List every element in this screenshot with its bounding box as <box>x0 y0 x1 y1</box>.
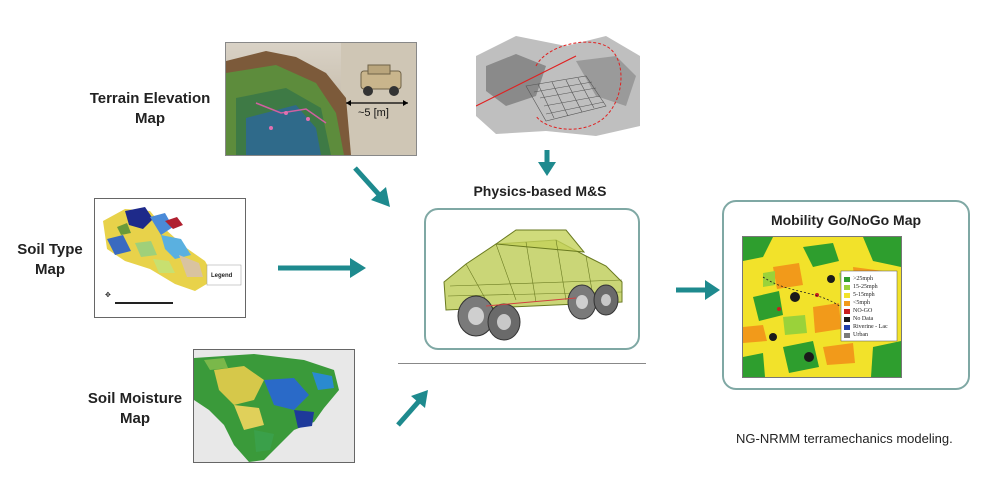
legend-swatch <box>844 276 850 282</box>
terrain-scale-label: ~5 [m] <box>358 107 389 119</box>
terrain-label-line1: Terrain Elevation <box>89 90 211 107</box>
mobility-legend-item: >25mph <box>844 275 898 283</box>
mobility-legend-item: 15-25mph <box>844 283 898 291</box>
mobility-map-graphic <box>743 237 901 377</box>
legend-swatch <box>844 300 850 306</box>
arrow-moisture-to-model <box>396 390 428 427</box>
legend-swatch <box>844 292 850 298</box>
physics-mesh-graphic <box>475 36 640 136</box>
figure-caption: NG-NRMM terramechanics modeling. <box>736 431 953 446</box>
mobility-legend-item: Urban <box>844 331 898 339</box>
arrow-terrain-to-model <box>353 166 390 207</box>
legend-swatch <box>844 324 850 330</box>
soil-moisture-label-line1: Soil Moisture <box>87 390 183 407</box>
arrow-soiltype-to-model <box>278 258 366 278</box>
terrain-elevation-label: Terrain Elevation Map <box>80 89 220 129</box>
legend-label: 15-25mph <box>853 284 878 290</box>
physics-label: Physics-based M&S <box>473 183 607 199</box>
legend-label: NO-GO <box>853 308 873 314</box>
soil-moisture-graphic <box>194 350 354 462</box>
soil-moisture-label-line2: Map <box>120 410 150 427</box>
divider-line <box>398 363 646 364</box>
legend-swatch <box>844 316 850 322</box>
soil-moisture-label: Soil Moisture Map <box>70 389 200 429</box>
mobility-legend-item: NO-GO <box>844 307 898 315</box>
legend-swatch <box>844 284 850 290</box>
soil-type-graphic: Legend ✥ <box>95 199 245 317</box>
mobility-legend-item: No Data <box>844 315 898 323</box>
vehicle-model-box <box>424 208 640 350</box>
mobility-map-box: Mobility Go/NoGo Map <box>722 200 970 390</box>
mobility-legend-item: <5mph <box>844 299 898 307</box>
legend-label: No Data <box>853 316 874 322</box>
mobility-title: Mobility Go/NoGo Map <box>770 212 922 228</box>
soil-type-image: Legend ✥ <box>94 198 246 318</box>
legend-label: 5-15mph <box>853 292 875 298</box>
legend-label: >25mph <box>853 276 874 282</box>
legend-label: Urban <box>853 332 868 338</box>
legend-swatch <box>844 308 850 314</box>
arrow-mesh-to-model <box>538 150 556 176</box>
vehicle-model-graphic <box>443 229 623 341</box>
legend-label: Riverine - Lac <box>853 324 888 330</box>
svg-text:✥: ✥ <box>105 291 111 299</box>
terrain-elevation-image: ~5 [m] <box>225 42 417 156</box>
soil-type-label-line1: Soil Type <box>17 241 83 258</box>
physics-mesh-image <box>475 36 640 136</box>
mobility-legend-item: Riverine - Lac <box>844 323 898 331</box>
legend-swatch <box>844 332 850 338</box>
soil-legend-label: Legend <box>211 273 233 279</box>
soil-moisture-image <box>193 349 355 463</box>
arrow-model-to-mobility <box>676 280 720 300</box>
soil-type-label: Soil Type Map <box>10 240 90 280</box>
terrain-label-line2: Map <box>135 110 165 127</box>
terrain-elevation-graphic <box>226 43 416 155</box>
soil-type-label-line2: Map <box>35 261 65 278</box>
legend-label: <5mph <box>853 300 871 306</box>
mobility-legend-item: 5-15mph <box>844 291 898 299</box>
